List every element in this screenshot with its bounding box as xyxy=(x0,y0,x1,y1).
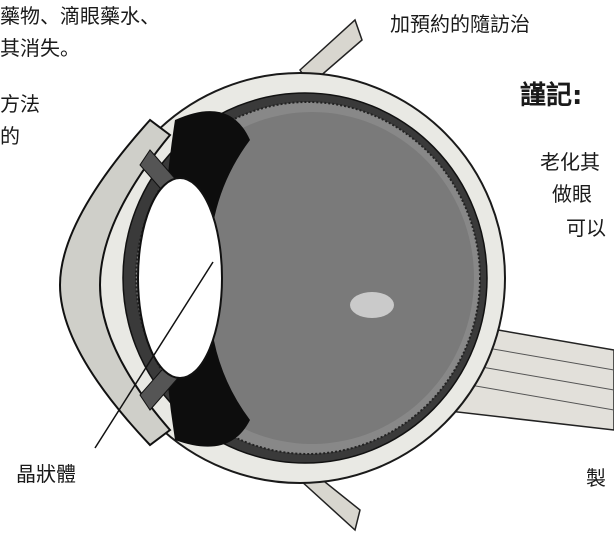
body-text-right-line-4: 製 xyxy=(586,466,606,490)
body-text-right-line-2: 做眼 xyxy=(552,182,592,206)
body-text-left-line-3: 方法 xyxy=(0,92,40,116)
body-text-right-line-1: 老化其 xyxy=(540,150,600,174)
vitreous-body xyxy=(150,112,474,444)
body-text-right-line-3: 可以 xyxy=(566,216,606,240)
body-text-top-right: 加預約的隨訪治 xyxy=(390,12,530,36)
body-text-left-line-4: 的 xyxy=(0,124,20,148)
body-text-left-line-1: 藥物、滴眼藥水、 xyxy=(0,4,160,28)
cornea xyxy=(58,118,172,447)
macula-spot xyxy=(350,292,394,318)
lens xyxy=(137,177,223,379)
body-text-left-line-2: 其消失。 xyxy=(0,36,80,60)
lens-pointer-line xyxy=(94,261,214,449)
lens-label: 晶狀體 xyxy=(16,462,76,486)
heading-remember: 謹記: xyxy=(520,81,583,111)
